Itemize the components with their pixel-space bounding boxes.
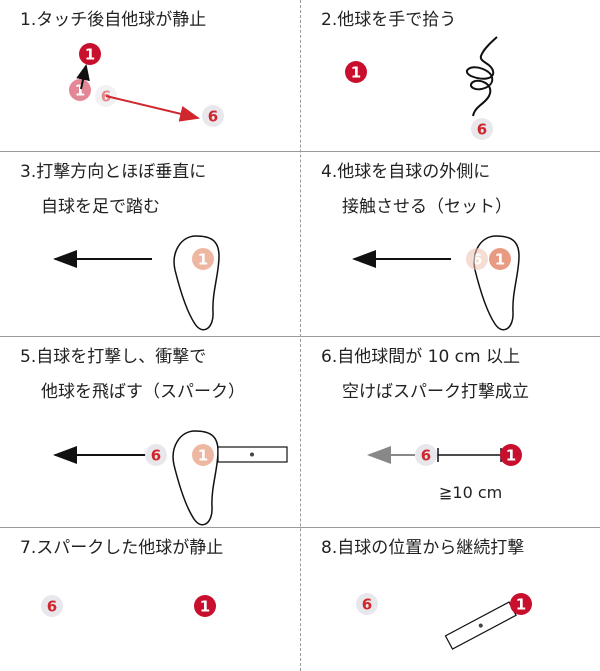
other-ball-path-arrow	[105, 95, 200, 122]
own-ball: 1	[194, 595, 216, 617]
row-divider	[0, 527, 600, 528]
other-ball: 6	[41, 595, 63, 617]
step-6-illustration: 6 1	[367, 444, 522, 466]
svg-text:1: 1	[200, 598, 210, 616]
step-4-illustration: 6 1	[352, 235, 520, 331]
pickup-string	[465, 36, 498, 117]
step-text: 空けばスパーク打撃成立	[342, 382, 529, 402]
step-number: 7.	[20, 538, 37, 558]
step-text: 自球を足で踏む	[41, 197, 160, 217]
other-ball: 6	[415, 444, 437, 466]
foot-outline	[173, 235, 220, 331]
step-number: 3.	[20, 162, 37, 182]
other-ball: 6	[202, 105, 224, 127]
step-caption: 6.自他球間が 10 cm 以上	[321, 345, 520, 369]
step-number: 8.	[321, 538, 338, 558]
step-text: 自球の位置から継続打撃	[337, 538, 525, 558]
step-8-illustration: 6 1	[356, 593, 532, 650]
step-number: 4.	[321, 162, 338, 182]
step-1-panel: 1.タッチ後自他球が静止 1 6	[0, 0, 300, 151]
step-4-panel: 4.他球を自球の外側に 接触させる（セット） 6 1	[301, 152, 600, 336]
step-caption: 5.自球を打撃し、衝撃で	[20, 345, 206, 369]
foot-outline	[172, 430, 219, 526]
svg-text:1: 1	[516, 596, 526, 614]
other-ball: 6	[356, 593, 378, 615]
step-text: 自他球間が 10 cm 以上	[337, 347, 520, 367]
step-text: 他球を飛ばす（スパーク）	[41, 382, 245, 402]
step-caption: 3.打撃方向とほぼ垂直に	[20, 160, 206, 184]
svg-text:6: 6	[472, 251, 482, 269]
step-2-illustration: 1 6	[345, 36, 498, 140]
step-number: 2.	[321, 10, 338, 30]
svg-text:1: 1	[75, 82, 85, 100]
svg-text:6: 6	[151, 447, 161, 465]
step-text: 接触させる（セット）	[342, 197, 512, 217]
step-text: スパークした他球が静止	[36, 538, 224, 558]
own-ball-faded: 1	[69, 79, 91, 101]
svg-text:1: 1	[506, 447, 516, 465]
step-caption: 2.他球を手で拾う	[321, 8, 456, 32]
step-1-illustration: 1 6 1 6	[69, 43, 224, 127]
step-3-illustration: 1	[53, 235, 220, 331]
own-ball: 1	[79, 43, 101, 65]
step-5-illustration: 6 1	[53, 430, 288, 526]
step-text: 他球を自球の外側に	[337, 162, 491, 182]
step-6-panel: 6.自他球間が 10 cm 以上 空けばスパーク打撃成立 6 1 ≧10 cm	[301, 337, 600, 527]
step-number: 5.	[20, 347, 37, 367]
column-divider	[300, 0, 301, 671]
own-ball-path-arrow	[76, 64, 90, 90]
step-caption: 1.タッチ後自他球が静止	[20, 8, 206, 32]
own-ball-under-foot: 1	[489, 248, 511, 270]
distance-note: ≧10 cm	[439, 483, 503, 502]
mallet-head	[444, 601, 517, 650]
svg-text:1: 1	[85, 46, 95, 64]
own-ball: 1	[345, 61, 367, 83]
step-7-panel: 7.スパークした他球が静止 6 1	[0, 528, 300, 671]
own-ball: 1	[500, 444, 522, 466]
svg-text:6: 6	[208, 108, 218, 126]
own-ball-under-foot: 1	[192, 444, 214, 466]
step-number: 1.	[20, 10, 37, 30]
svg-text:1: 1	[198, 251, 208, 269]
svg-text:1: 1	[495, 251, 505, 269]
svg-text:6: 6	[362, 596, 372, 614]
step-number: 6.	[321, 347, 338, 367]
step-text: タッチ後自他球が静止	[36, 10, 207, 30]
step-caption: 7.スパークした他球が静止	[20, 536, 223, 560]
other-ball-set: 6	[466, 248, 488, 270]
step-8-panel: 8.自球の位置から継続打撃 6 1	[301, 528, 600, 671]
step-caption: 8.自球の位置から継続打撃	[321, 536, 524, 560]
other-ball: 6	[145, 444, 167, 466]
step-text: 打撃方向とほぼ垂直に	[36, 162, 207, 182]
step-3-panel: 3.打撃方向とほぼ垂直に 自球を足で踏む 1	[0, 152, 300, 336]
own-ball: 1	[510, 593, 532, 615]
row-divider	[0, 151, 600, 152]
mallet-head	[217, 446, 288, 463]
svg-text:6: 6	[47, 598, 57, 616]
svg-text:6: 6	[477, 121, 487, 139]
row-divider	[0, 336, 600, 337]
step-text: 他球を手で拾う	[337, 10, 457, 30]
own-ball-under-foot: 1	[192, 248, 214, 270]
step-text: 自球を打撃し、衝撃で	[36, 347, 207, 367]
step-5-panel: 5.自球を打撃し、衝撃で 他球を飛ばす（スパーク） 6 1	[0, 337, 300, 527]
svg-text:1: 1	[198, 447, 208, 465]
other-ball: 6	[471, 118, 493, 140]
step-7-illustration: 6 1	[41, 595, 216, 617]
svg-text:6: 6	[421, 447, 431, 465]
step-caption: 4.他球を自球の外側に	[321, 160, 490, 184]
svg-text:1: 1	[351, 64, 361, 82]
step-2-panel: 2.他球を手で拾う 1 6	[301, 0, 600, 151]
